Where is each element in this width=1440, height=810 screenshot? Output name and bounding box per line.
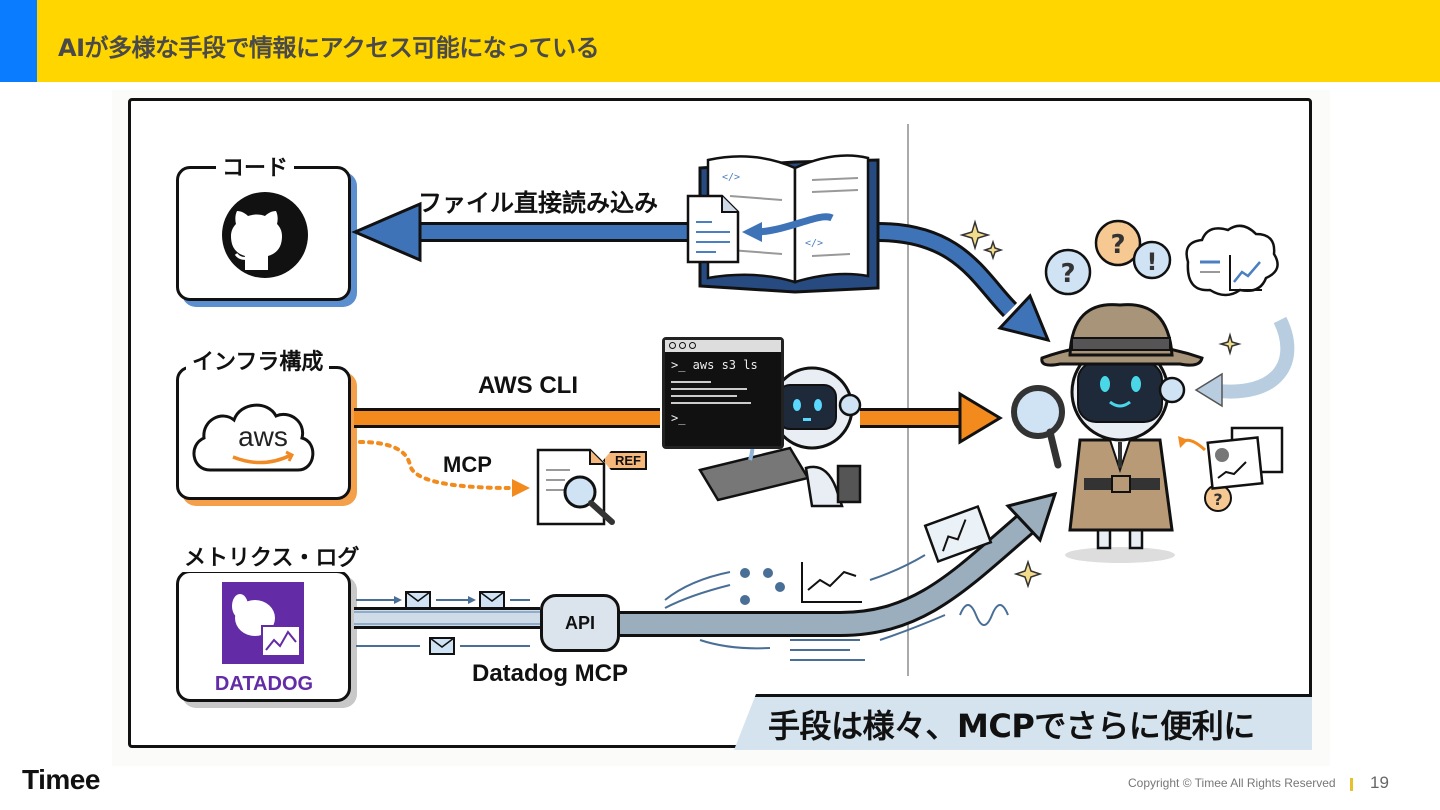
terminal-window: >_ aws s3 ls >_ <box>662 337 784 449</box>
footer-copyright: Copyright © Timee All Rights Reserved <box>1128 776 1336 790</box>
api-label: API <box>564 612 595 633</box>
slide-title: AIが多様な手段で情報にアクセス可能になっている <box>58 34 600 62</box>
route-label-file-read: ファイル直接読み込み <box>418 189 658 217</box>
footer-logo: Timee <box>22 764 100 795</box>
api-pipe: API <box>540 594 620 652</box>
source-box-metrics <box>176 570 351 702</box>
header-accent-bar <box>0 0 37 82</box>
terminal-output <box>665 381 781 404</box>
slide-header <box>0 0 1440 82</box>
page-number: 19 <box>1370 773 1389 792</box>
ref-tag: REF <box>603 451 647 470</box>
route-label-datadog-mcp: Datadog MCP <box>472 660 628 687</box>
source-box-infra <box>176 366 351 500</box>
source-label-metrics: メトリクス・ログ <box>178 540 366 572</box>
route-label-mcp: MCP <box>443 452 492 477</box>
window-dot <box>679 342 686 349</box>
caption-text: 手段は様々、MCPでさらに便利に <box>768 707 1255 745</box>
section-divider <box>907 124 909 676</box>
footer-separator <box>1350 778 1353 791</box>
window-dot <box>689 342 696 349</box>
source-label-infra: インフラ構成 <box>186 344 330 376</box>
terminal-title-bar <box>665 340 781 354</box>
source-label-code: コード <box>216 150 295 182</box>
terminal-command: >_ aws s3 ls <box>671 358 758 372</box>
route-label-aws-cli: AWS CLI <box>478 372 578 399</box>
source-box-code <box>176 166 351 301</box>
caption-banner <box>734 694 1312 750</box>
window-dot <box>669 342 676 349</box>
terminal-prompt: >_ <box>671 411 686 425</box>
